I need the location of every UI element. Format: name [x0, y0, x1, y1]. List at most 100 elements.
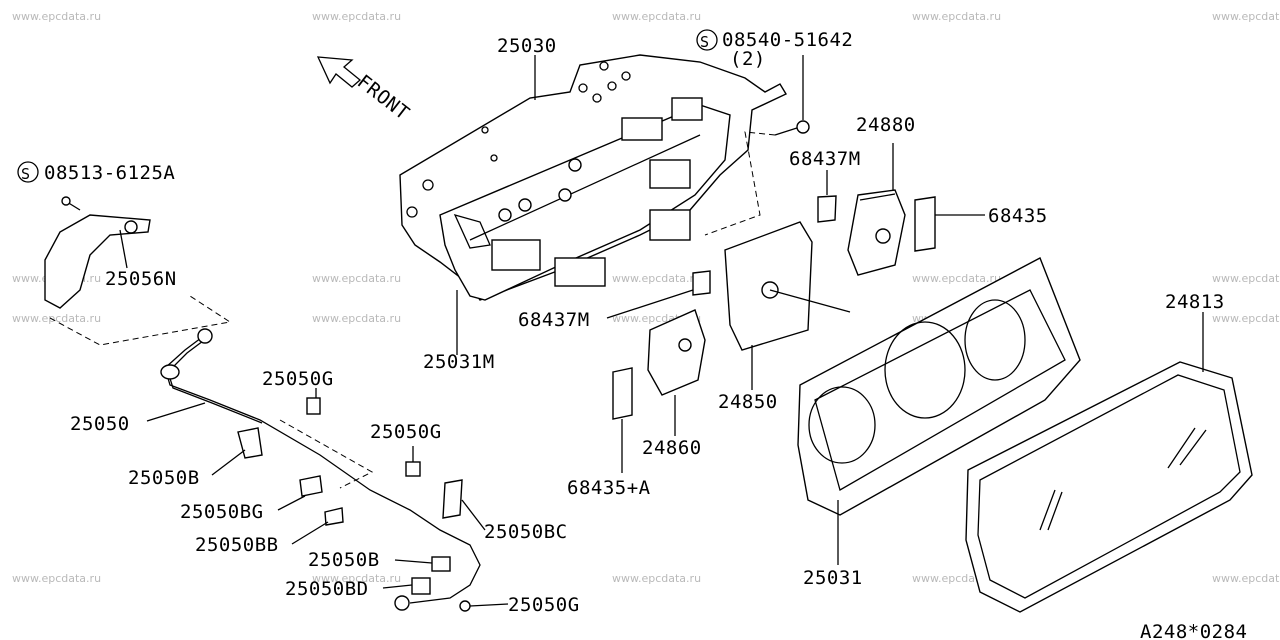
part-label-25056n[interactable]: 25056N: [105, 268, 177, 290]
watermark: www.epcdata.ru: [12, 10, 101, 23]
grommet-25050g-2[interactable]: [405, 446, 421, 477]
leader-line: [461, 499, 486, 531]
part-label-25031m[interactable]: 25031M: [423, 351, 495, 373]
housing-edge: [469, 134, 701, 241]
grommet-25050g-3[interactable]: [394, 595, 509, 612]
watermark: www.epcdata.ru: [1212, 272, 1280, 285]
leader-line: [146, 402, 206, 422]
watermark: www.epcdata.ru: [1212, 10, 1280, 23]
pad-68435a[interactable]: [612, 367, 633, 473]
part-label-24850[interactable]: 24850: [718, 391, 778, 413]
part-label-25050[interactable]: 25050: [70, 413, 130, 435]
part-label-24860[interactable]: 24860: [642, 437, 702, 459]
pad-68435[interactable]: [914, 196, 985, 252]
pad-68437m-top[interactable]: [817, 170, 837, 223]
part-label-08540-51642[interactable]: 08540-51642: [722, 29, 853, 51]
meter-needle: [769, 289, 851, 313]
watermark: www.epcdata.ru: [1212, 572, 1280, 585]
bracket-body: [44, 214, 151, 309]
s-circle-screw-icon: [17, 161, 39, 183]
lens-inner: [977, 374, 1241, 599]
part-label-25050g-3[interactable]: 25050G: [508, 594, 580, 616]
connector: [621, 117, 663, 141]
part-label-68435a[interactable]: 68435+A: [567, 477, 651, 499]
s-glyph: S: [700, 33, 710, 51]
board-hole: [621, 71, 631, 81]
front-arrow-icon: [316, 56, 362, 88]
socket: [568, 158, 582, 172]
leader-line: [291, 521, 329, 545]
screw-08540[interactable]: [704, 55, 810, 236]
bracket-grommet: [124, 220, 138, 234]
board-hole: [490, 154, 498, 162]
clip-shape: [442, 479, 463, 519]
part-label-25031[interactable]: 25031: [803, 567, 863, 589]
part-label-08513-6125a[interactable]: 08513-6125A: [44, 162, 175, 184]
watermark: www.epcdata.ru: [312, 572, 401, 585]
part-label-25050g-2[interactable]: 25050G: [370, 421, 442, 443]
clip-25050bc[interactable]: [442, 479, 486, 531]
assembly-line: [704, 131, 776, 236]
board-hole: [406, 206, 418, 218]
lens-24813[interactable]: [965, 312, 1253, 613]
clip-25050bb[interactable]: [291, 507, 344, 545]
watermark: www.epcdata.ru: [912, 272, 1001, 285]
watermark: www.epcdata.ru: [912, 10, 1001, 23]
part-label-25050b-2[interactable]: 25050B: [308, 549, 380, 571]
connector: [671, 97, 703, 121]
part-label-24880[interactable]: 24880: [856, 114, 916, 136]
leader-line: [606, 289, 694, 319]
part-label-68437m-top[interactable]: 68437M: [789, 148, 861, 170]
cable-path-inner: [167, 337, 263, 424]
pad-68437m-mid[interactable]: [606, 270, 711, 319]
housing-25031m[interactable]: [439, 97, 731, 301]
meter-24850[interactable]: [724, 221, 851, 390]
s-glyph: S: [21, 165, 31, 183]
part-label-25050b[interactable]: 25050B: [128, 467, 200, 489]
part-label-25050bg[interactable]: 25050BG: [180, 501, 264, 523]
board-hole: [422, 179, 434, 191]
clip-shape: [411, 577, 431, 595]
grommet-25050g-1[interactable]: [306, 388, 321, 415]
assembly-line: [49, 295, 232, 346]
part-label-25050g-1[interactable]: 25050G: [262, 368, 334, 390]
screw-head: [61, 196, 71, 206]
s-circle-screw-icon: [696, 29, 718, 51]
clip-25050bd[interactable]: [382, 577, 431, 595]
bracket-25056n[interactable]: [44, 196, 232, 346]
speedometer-cable-25050[interactable]: [146, 328, 481, 604]
clip-25050b-2[interactable]: [394, 556, 451, 572]
gauge-pivot: [875, 228, 891, 244]
part-label-68435[interactable]: 68435: [988, 205, 1048, 227]
part-label-25050bc[interactable]: 25050BC: [484, 521, 568, 543]
watermark: www.epcdata.ru: [612, 10, 701, 23]
part-label-24813[interactable]: 24813: [1165, 291, 1225, 313]
board-hole: [599, 61, 609, 71]
leader-line: [382, 584, 413, 589]
clip-25050b[interactable]: [211, 427, 263, 476]
connector: [491, 239, 541, 271]
watermark: www.epcdata.ru: [312, 312, 401, 325]
part-label-25050bb[interactable]: 25050BB: [195, 534, 279, 556]
socket: [498, 208, 512, 222]
watermark: www.epcdata.ru: [312, 10, 401, 23]
pad-shape: [612, 367, 633, 420]
gauge-24860[interactable]: [647, 309, 706, 436]
bracket: [453, 213, 491, 249]
gauge-24880[interactable]: [847, 143, 906, 276]
socket: [518, 198, 532, 212]
board-hole: [592, 93, 602, 103]
cluster-mask-25031[interactable]: [797, 257, 1081, 565]
part-label-68437m-mid[interactable]: 68437M: [518, 309, 590, 331]
clip-25050bg[interactable]: [277, 475, 323, 511]
glare-mark: [1039, 489, 1063, 531]
part-label-25030[interactable]: 25030: [497, 35, 557, 57]
part-label-08540-qty: (2): [730, 48, 766, 70]
part-label-25050bd[interactable]: 25050BD: [285, 578, 369, 600]
assembly-line: [279, 419, 374, 489]
connector: [649, 159, 691, 189]
mask-inner: [814, 289, 1066, 491]
board-hole: [481, 126, 489, 134]
gauge-body: [647, 309, 706, 396]
